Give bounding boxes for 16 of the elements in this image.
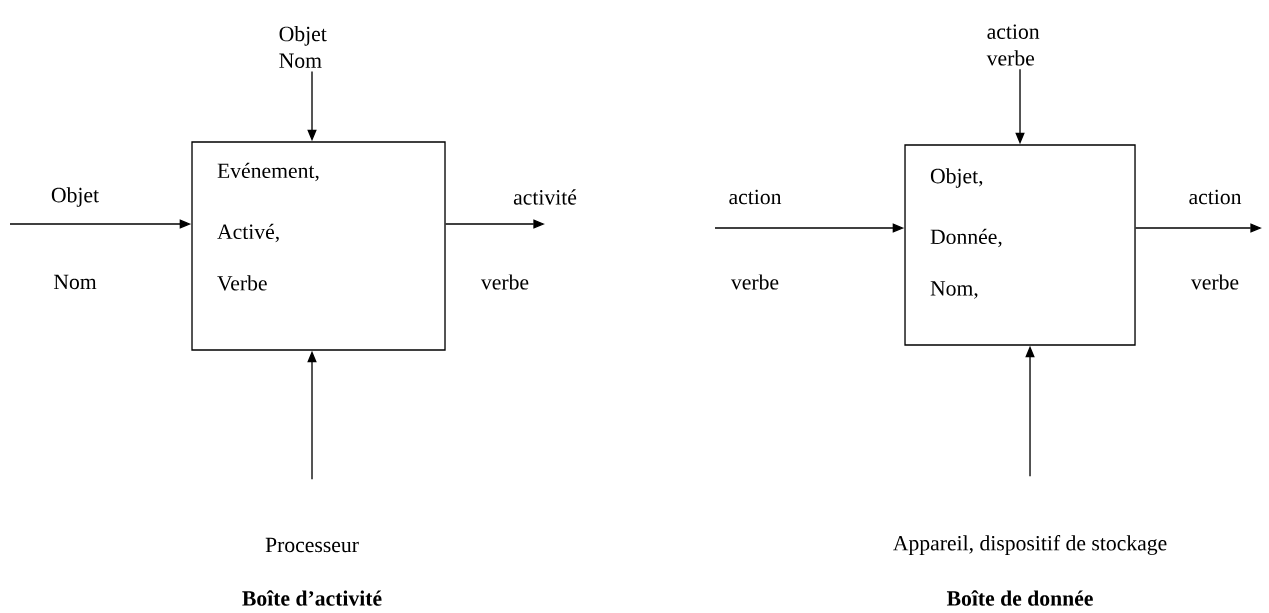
edge-label: action	[729, 189, 782, 205]
node-text: Processeur	[265, 537, 359, 553]
label-text: verbe	[480, 274, 529, 290]
label-text: verbe	[1190, 274, 1239, 290]
process-box: Objet, Donnée, Nom,	[904, 144, 1136, 346]
edge-label: activité	[513, 189, 577, 205]
caption: Boîte d’activité	[242, 590, 382, 606]
edge-label: Objet	[51, 187, 99, 207]
process-box: Evénement, Activé, Verbe	[191, 141, 446, 351]
label-text: Nom	[53, 274, 97, 290]
node-text: Appareil, dispositif de stockage	[893, 535, 1167, 555]
edge-label: action	[1189, 189, 1242, 205]
node-text: action verbe	[986, 24, 1040, 66]
node-text: Objet Nom	[279, 26, 327, 68]
label-text: verbe	[730, 274, 779, 290]
caption: Boîte de donnée	[946, 590, 1093, 606]
